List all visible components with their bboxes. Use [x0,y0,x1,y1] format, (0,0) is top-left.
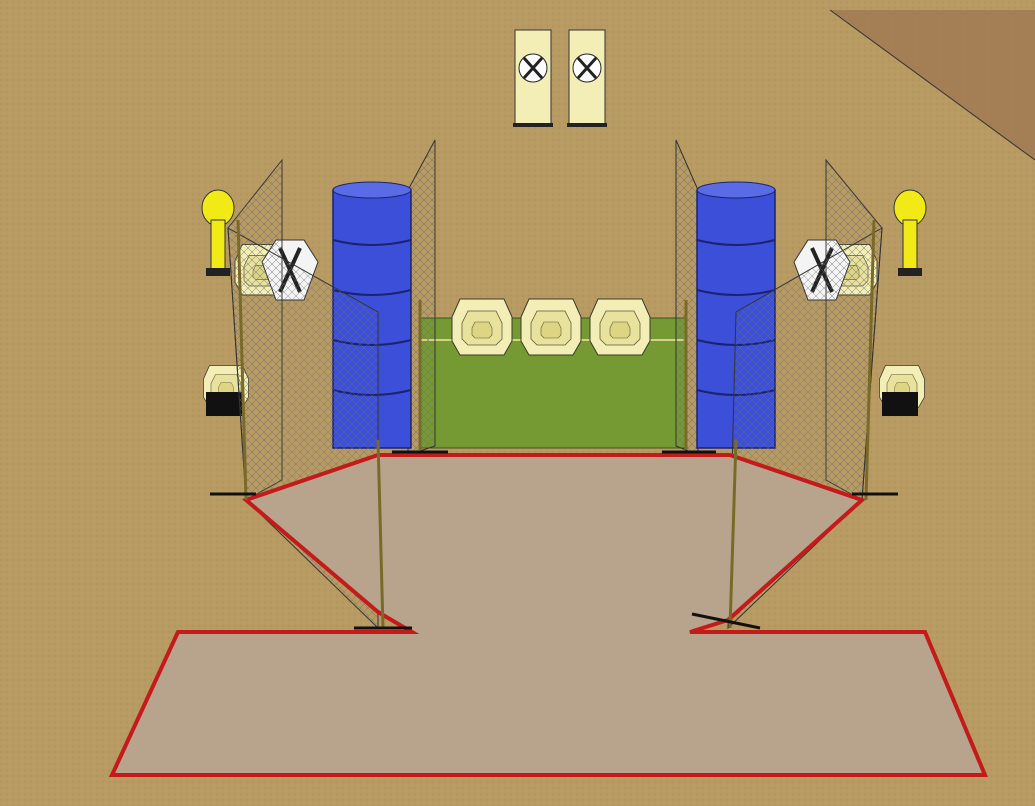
popper-left [201,189,235,276]
wall-feet [210,450,898,630]
paper-target-back-1 [451,298,513,356]
popper-right [893,189,927,276]
fault-line-rear [245,453,863,502]
far-target-left [513,29,553,127]
paper-target-back-3 [589,298,651,356]
steel-plate-left [206,392,242,416]
far-target-right [567,29,607,127]
steel-plate-right [882,392,918,416]
paper-target-back-2 [520,298,582,356]
wall-posts [236,219,876,629]
